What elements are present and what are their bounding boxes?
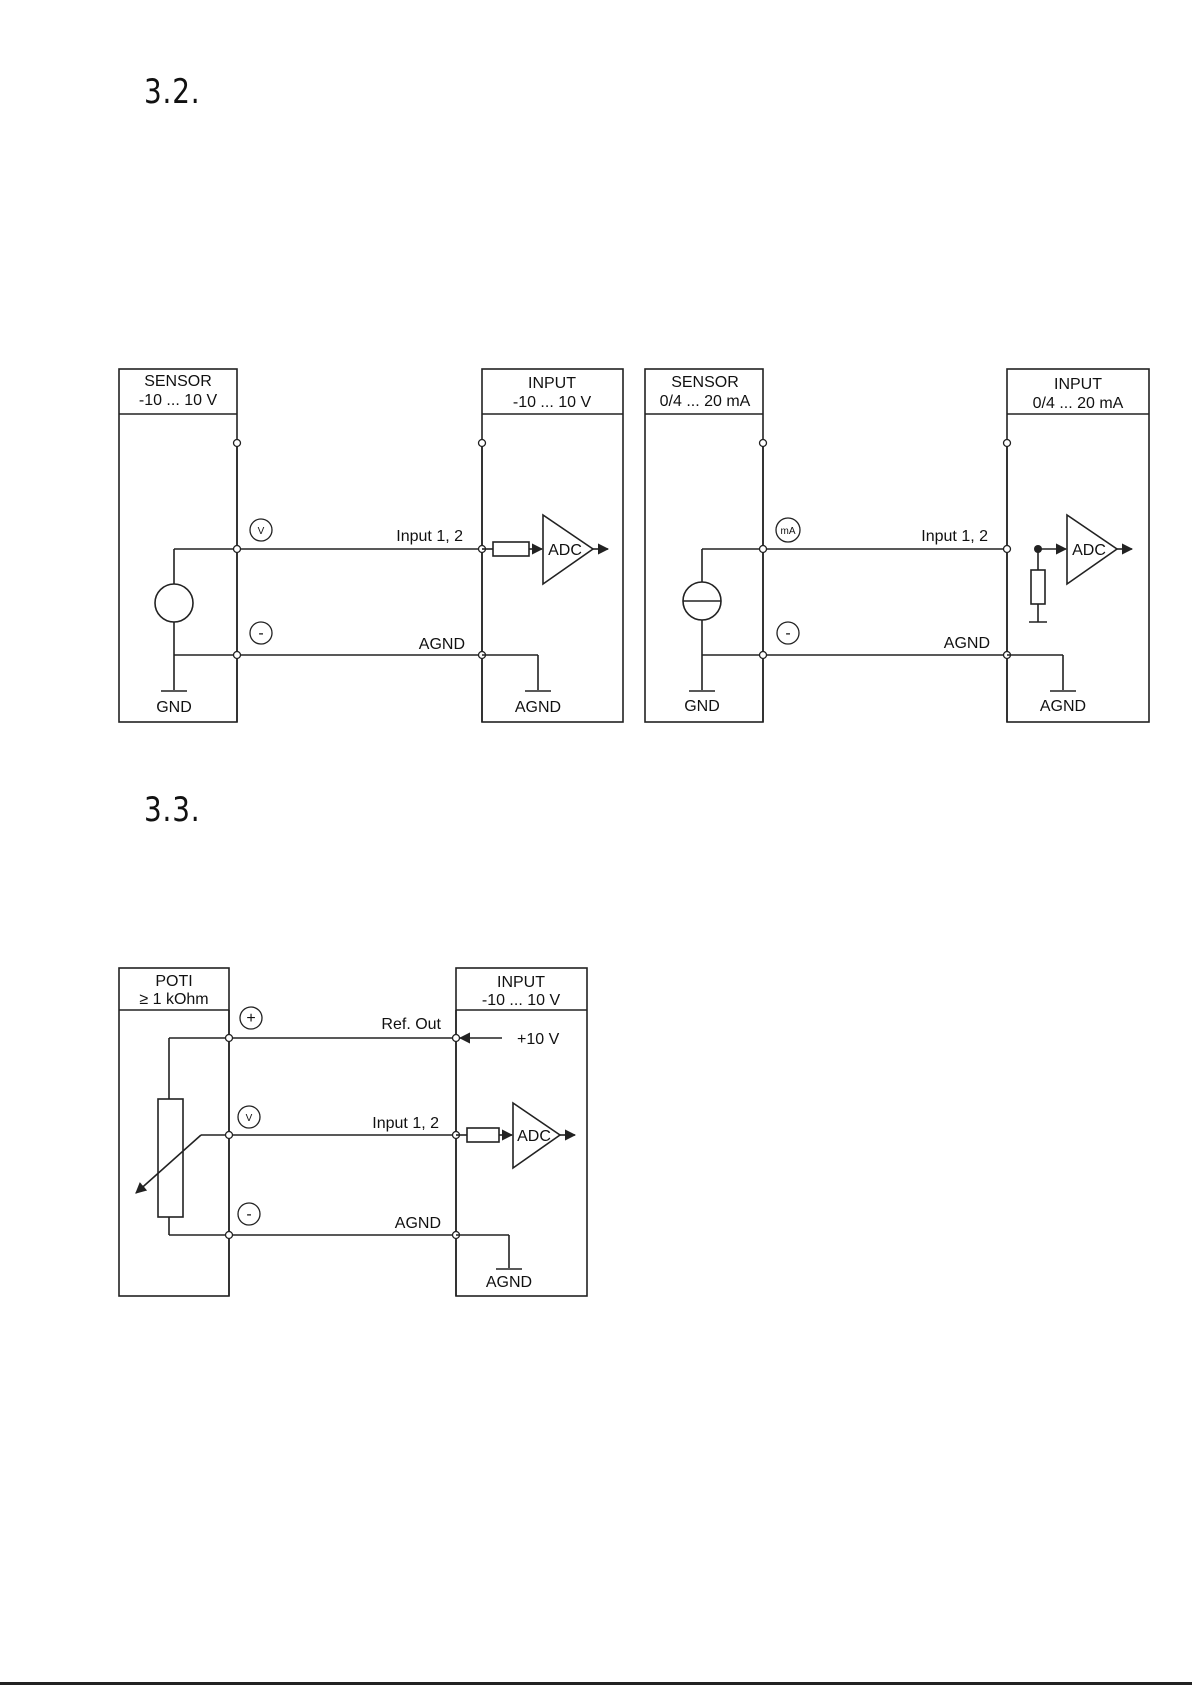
diagram-potentiometer: POTI ≥ 1 kOhm INPUT -10 ... 10 V + [119,968,587,1296]
sensor-range: 0/4 ... 20 mA [660,393,751,410]
current-source-icon [683,582,721,620]
agnd-label: AGND [395,1215,441,1232]
sensor-block: SENSOR -10 ... 10 V [119,369,237,722]
voltage-marker: V [258,526,265,537]
adc-label: ADC [1072,542,1106,559]
input-range: -10 ... 10 V [482,992,561,1009]
current-marker: mA [781,526,796,537]
voltage-marker: V [246,1113,253,1124]
agnd-ground-label: AGND [486,1274,532,1291]
minus-marker: - [246,1206,251,1223]
sensor-title: SENSOR [671,374,739,391]
sensor-range: -10 ... 10 V [139,392,218,409]
shunt-resistor-icon [1031,570,1045,604]
agnd-ground-label: AGND [515,699,561,716]
input-title: INPUT [497,974,545,991]
adc-label: ADC [548,542,582,559]
sensor-title: SENSOR [144,373,212,390]
gnd-label: GND [156,699,192,716]
poti-block: POTI ≥ 1 kOhm [119,968,229,1296]
resistor-icon [467,1128,499,1142]
input-title: INPUT [1054,376,1102,393]
agnd-label: AGND [419,636,465,653]
voltage-source-icon [155,584,193,622]
diagram-current-sensor: SENSOR 0/4 ... 20 mA INPUT 0/4 ... 20 mA… [645,369,1149,722]
sensor-block: SENSOR 0/4 ... 20 mA [645,369,763,722]
minus-marker: - [258,625,263,642]
poti-title: POTI [155,973,192,990]
ref-voltage: +10 V [517,1031,560,1048]
gnd-label: GND [684,698,720,715]
agnd-ground-label: AGND [1040,698,1086,715]
input-range: -10 ... 10 V [513,394,592,411]
potentiometer-icon [136,1099,201,1217]
ref-label: Ref. Out [381,1016,441,1033]
resistor-icon [493,542,529,556]
signal-label: Input 1, 2 [372,1115,439,1132]
plus-marker: + [246,1010,255,1027]
signal-label: Input 1, 2 [921,528,988,545]
poti-range: ≥ 1 kOhm [139,991,208,1008]
minus-marker: - [785,625,790,642]
input-range: 0/4 ... 20 mA [1033,395,1124,412]
signal-label: Input 1, 2 [396,528,463,545]
input-title: INPUT [528,375,576,392]
adc-label: ADC [517,1128,551,1145]
agnd-label: AGND [944,635,990,652]
diagram-voltage-sensor: SENSOR -10 ... 10 V INPUT -10 ... 10 V G… [119,369,623,722]
